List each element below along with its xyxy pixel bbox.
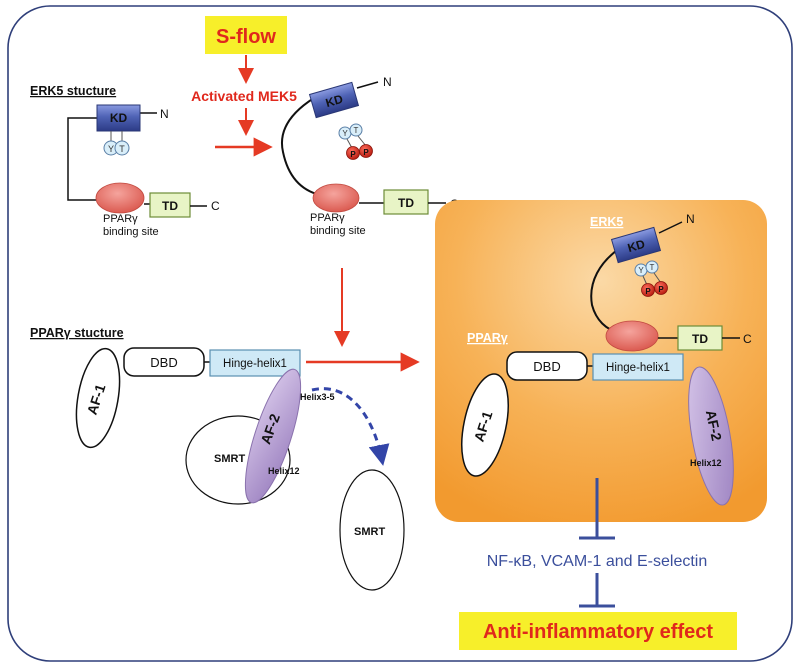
erk5-kd-label: KD <box>110 111 128 125</box>
complex-hinge-helix1 <box>592 353 684 381</box>
erk5p-td-domain <box>383 189 429 215</box>
erk5-structure-title: ERK5 stucture <box>30 84 116 98</box>
erk5p-binding-line1: PPARγ <box>310 212 345 224</box>
erk5p-pparg-binding-site <box>312 183 360 213</box>
erk5-pparg-complex: ERK5 KD N Y T P P TD C PPARγ AF-1 DBD Hi… <box>435 200 767 522</box>
erk5p-binding-line2: binding site <box>310 225 366 237</box>
erk5-kd-domain <box>96 104 141 132</box>
pparg-hinge-helix1 <box>209 349 301 377</box>
pparg-af2-domain <box>244 368 302 504</box>
complex-hinge-label: Hinge-helix1 <box>606 362 670 374</box>
s-flow-label: S-flow <box>216 26 276 48</box>
erk5-td-label: TD <box>162 199 178 213</box>
complex-kd-domain <box>610 226 662 264</box>
complex-c-label: C <box>743 332 752 346</box>
smrt-released-label: SMRT <box>354 526 385 538</box>
pparg-helix12-label: Helix12 <box>268 466 300 476</box>
pparg-helix35-label: Helix3-5 <box>300 392 335 402</box>
svg-text:P: P <box>658 285 664 294</box>
erk5p-kd-label: KD <box>324 92 345 110</box>
anti-inflammatory-box: Anti-inflammatory effect <box>459 612 737 650</box>
pparg-hinge-label: Hinge-helix1 <box>223 358 287 370</box>
complex-af2-domain <box>688 366 734 506</box>
complex-n-label: N <box>686 212 695 226</box>
erk5p-td-label: TD <box>398 196 414 210</box>
erk5p-threonine <box>349 123 363 137</box>
erk5-binding-line1: PPARγ <box>103 213 138 225</box>
complex-phosphate-2 <box>654 281 668 295</box>
pparg-structure-title: PPARγ stucture <box>30 326 124 340</box>
svg-text:Y: Y <box>638 266 644 275</box>
complex-binding-site <box>605 320 659 352</box>
erk5-pparg-binding-site <box>95 182 145 214</box>
complex-erk5-backbone <box>590 247 621 334</box>
svg-text:T: T <box>650 263 655 272</box>
s-flow-box: S-flow <box>205 16 287 54</box>
pparg-structure: PPARγ stucture AF-1 DBD Hinge-helix1 AF-… <box>30 326 405 591</box>
complex-kd-label: KD <box>626 237 647 255</box>
pparg-dbd-label: DBD <box>150 355 177 370</box>
svg-text:T: T <box>354 126 359 135</box>
smrt-released-loop <box>339 469 405 591</box>
complex-dbd-label: DBD <box>533 359 560 374</box>
erk5-td-domain <box>149 192 191 218</box>
complex-td-domain <box>677 325 723 351</box>
smrt-bound-loop <box>185 415 291 505</box>
svg-text:P: P <box>363 148 369 157</box>
erk5-phosphorylated: KD N Y T P P TD C PPARγ binding site <box>281 75 459 237</box>
smrt-bound-label: SMRT <box>214 453 245 465</box>
erk5p-n-label: N <box>383 75 392 89</box>
anti-inflammatory-label: Anti-inflammatory effect <box>483 621 713 643</box>
complex-helix12-label: Helix12 <box>690 458 722 468</box>
erk5-c-label: C <box>211 199 220 213</box>
erk5-structure: ERK5 stucture N KD Y T TD C PPARγ bindin… <box>30 84 220 238</box>
erk5p-phosphate-2 <box>359 144 373 158</box>
erk5-n-label: N <box>160 107 169 121</box>
complex-af2-label: AF-2 <box>703 408 725 442</box>
svg-text:Y: Y <box>342 129 348 138</box>
svg-text:T: T <box>119 144 125 154</box>
complex-pparg-label: PPARγ <box>467 331 508 345</box>
complex-af1-domain <box>461 373 509 477</box>
activated-mek5-label: Activated MEK5 <box>191 88 297 104</box>
erk5p-kd-domain <box>308 81 360 119</box>
svg-text:P: P <box>645 287 651 296</box>
threonine-residue <box>114 140 130 156</box>
erk5-backbone <box>67 117 100 201</box>
pparg-af1-domain <box>75 347 121 449</box>
svg-text:P: P <box>350 150 356 159</box>
erk5-binding-line2: binding site <box>103 226 159 238</box>
target-genes-label: NF-κB, VCAM-1 and E-selectin <box>487 553 708 570</box>
complex-erk5-label: ERK5 <box>590 215 623 229</box>
complex-td-label: TD <box>692 332 708 346</box>
svg-text:Y: Y <box>108 144 114 154</box>
erk5p-backbone <box>281 97 321 196</box>
